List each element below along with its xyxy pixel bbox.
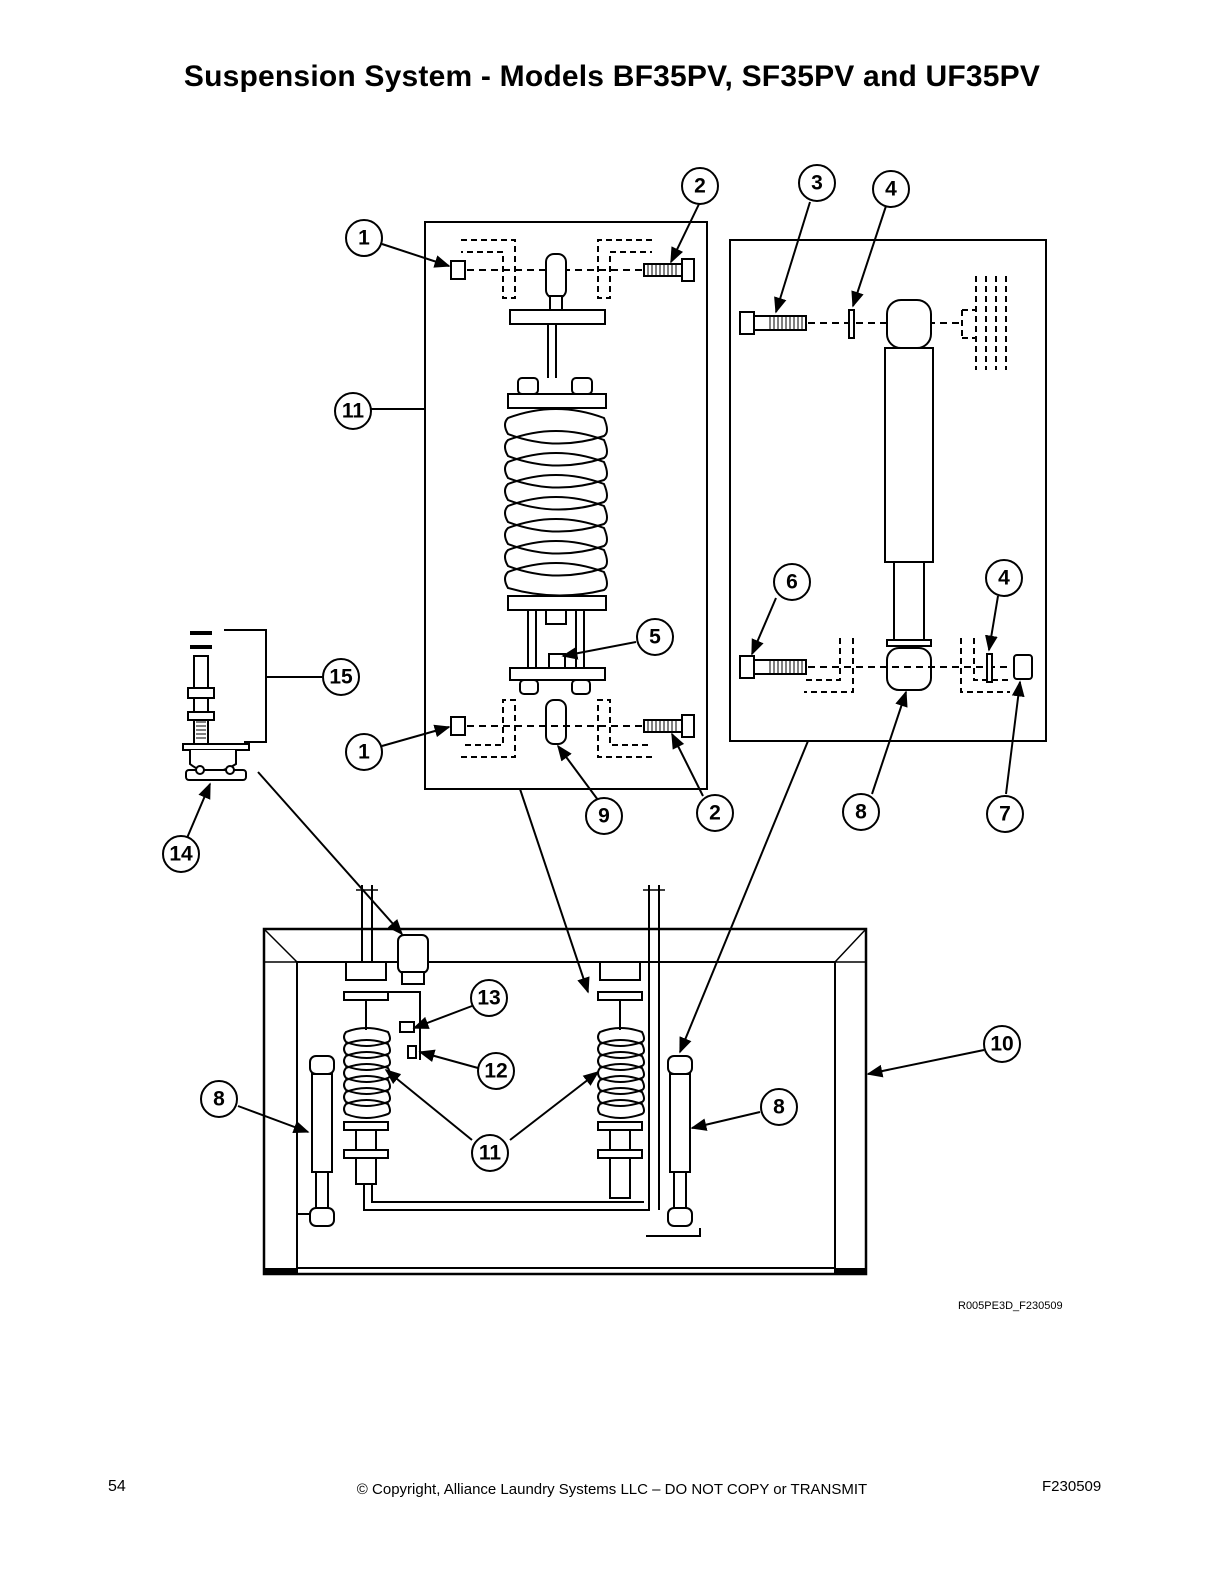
drawing-id: R005PE3D_F230509 (958, 1300, 1063, 1312)
callout-10: 10 (983, 1025, 1021, 1063)
svg-text:1: 1 (358, 227, 370, 250)
callout-8-right: 8 (760, 1088, 798, 1126)
callout-15: 15 (322, 658, 360, 696)
callout-11-detail: 11 (334, 392, 372, 430)
callout-3: 3 (798, 164, 836, 202)
copyright-notice: © Copyright, Alliance Laundry Systems LL… (356, 1481, 868, 1498)
page-number: 54 (108, 1478, 126, 1495)
callout-1-top: 1 (345, 219, 383, 257)
callout-7: 7 (986, 795, 1024, 833)
svg-text:15: 15 (329, 666, 353, 689)
callout-13: 13 (470, 979, 508, 1017)
svg-text:3: 3 (811, 172, 823, 195)
svg-text:2: 2 (709, 802, 721, 825)
leveling-foot-detail (182, 629, 322, 781)
svg-text:10: 10 (990, 1033, 1013, 1056)
callout-6: 6 (773, 563, 811, 601)
callout-2-top: 2 (681, 167, 719, 205)
callout-8-detail: 8 (842, 793, 880, 831)
svg-text:1: 1 (358, 741, 370, 764)
callout-1-bottom: 1 (345, 733, 383, 771)
svg-text:4: 4 (998, 567, 1010, 590)
page-title: Suspension System - Models BF35PV, SF35P… (183, 60, 1041, 93)
document-code: F230509 (1042, 1478, 1102, 1495)
spring-detail-panel (424, 221, 708, 790)
svg-text:11: 11 (342, 400, 365, 423)
svg-text:5: 5 (649, 626, 661, 649)
callout-2-bottom: 2 (696, 794, 734, 832)
svg-text:4: 4 (885, 178, 897, 201)
callout-12: 12 (477, 1052, 515, 1090)
callout-4-top: 4 (872, 170, 910, 208)
callout-9: 9 (585, 797, 623, 835)
svg-text:9: 9 (598, 805, 610, 828)
svg-text:14: 14 (169, 843, 193, 866)
callout-4-bottom: 4 (985, 559, 1023, 597)
svg-text:13: 13 (477, 987, 500, 1010)
svg-text:6: 6 (786, 571, 798, 594)
svg-text:11: 11 (479, 1142, 502, 1165)
svg-text:12: 12 (484, 1060, 507, 1083)
frame-assembly (262, 885, 868, 1276)
shock-detail-panel (729, 239, 1047, 742)
svg-text:8: 8 (773, 1096, 785, 1119)
callout-14: 14 (162, 835, 200, 873)
svg-text:8: 8 (855, 801, 867, 824)
leader-lines (186, 201, 1025, 1141)
svg-text:7: 7 (999, 803, 1011, 826)
callout-11-frame: 11 (471, 1134, 509, 1172)
svg-text:2: 2 (694, 175, 706, 198)
svg-text:8: 8 (213, 1088, 225, 1111)
callout-8-left: 8 (200, 1080, 238, 1118)
callout-5: 5 (636, 618, 674, 656)
